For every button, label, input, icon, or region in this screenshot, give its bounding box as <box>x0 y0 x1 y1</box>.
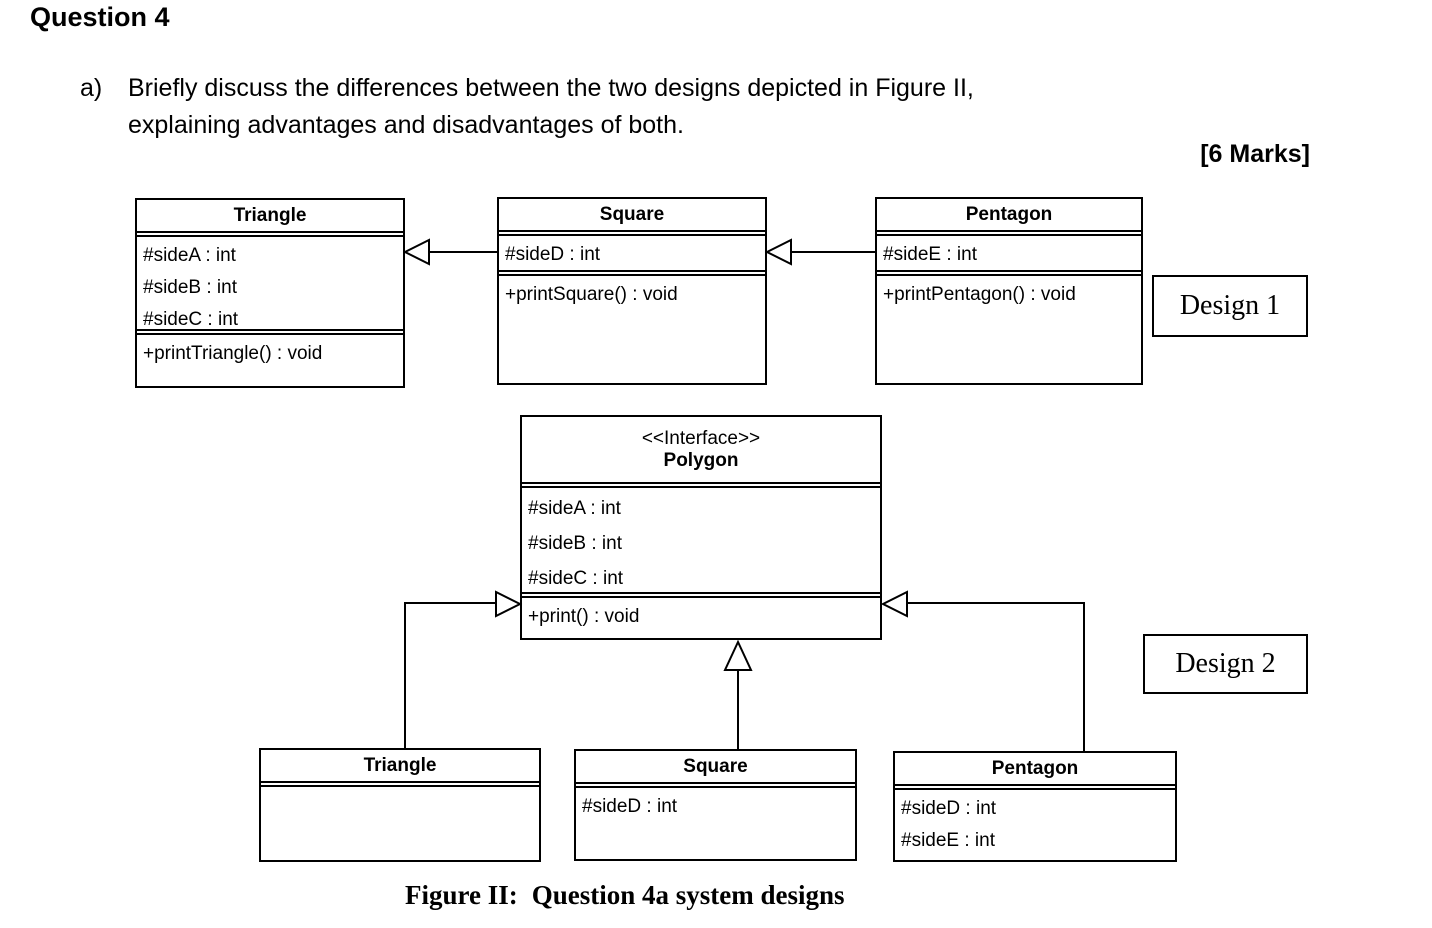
uml-operation: +printSquare() : void <box>505 284 678 305</box>
d1-triangle-title: Triangle <box>137 200 403 233</box>
uml-attribute: #sideD : int <box>582 796 678 817</box>
uml-attribute: #sideA : int <box>528 498 621 519</box>
d2-triangle-realization-hline <box>404 602 498 604</box>
figure-caption: Figure II: Question 4a system designs <box>405 880 845 911</box>
generalization-arrowhead-left-icon <box>402 238 430 266</box>
d1-triangle-operations: +printTriangle() : void <box>137 333 403 386</box>
d2-triangle-class: Triangle <box>259 748 541 862</box>
generalization-arrowhead-left-icon <box>764 238 792 266</box>
d2-polygon-attributes: #sideA : int #sideB : int #sideC : int <box>522 486 880 594</box>
d2-pentagon-realization-vline <box>1083 602 1085 752</box>
question-text-line1: Briefly discuss the differences between … <box>128 74 974 102</box>
uml-attribute: #sideC : int <box>143 309 239 330</box>
d2-triangle-attributes <box>261 785 539 860</box>
question-letter: a) <box>80 74 103 102</box>
figure-caption-text: Question 4a system designs <box>531 880 845 910</box>
uml-attribute: #sideD : int <box>505 244 601 265</box>
generalization-arrowhead-right-icon <box>495 590 523 618</box>
uml-operation: +printPentagon() : void <box>883 284 1076 305</box>
design1-label: Design 1 <box>1152 275 1308 337</box>
d2-polygon-interface: <<Interface>> Polygon #sideA : int #side… <box>520 415 882 640</box>
question-text-line2: explaining advantages and disadvantages … <box>128 111 684 139</box>
d2-pentagon-title: Pentagon <box>895 753 1175 786</box>
d2-square-title: Square <box>576 751 855 784</box>
marks-badge: [6 Marks] <box>1200 140 1310 168</box>
d1-square-class: Square #sideD : int +printSquare() : voi… <box>497 197 767 385</box>
uml-operation: +printTriangle() : void <box>143 343 323 364</box>
uml-attribute: #sideB : int <box>528 533 622 554</box>
d1-square-to-triangle-line <box>427 251 499 253</box>
d2-triangle-title: Triangle <box>261 750 539 783</box>
d1-pentagon-class: Pentagon #sideE : int +printPentagon() :… <box>875 197 1143 385</box>
uml-attribute: #sideE : int <box>901 830 995 851</box>
interface-stereotype: <<Interface>> <box>641 427 761 449</box>
d1-pentagon-to-square-line <box>789 251 877 253</box>
d2-polygon-operations: +print() : void <box>522 596 880 638</box>
d2-pentagon-attributes: #sideD : int #sideE : int <box>895 788 1175 860</box>
d2-pentagon-realization-hline <box>905 602 1085 604</box>
d2-triangle-realization-vline <box>404 602 406 748</box>
question-text: Briefly discuss the differences between … <box>128 70 974 144</box>
question-heading: Question 4 <box>30 2 170 32</box>
uml-operation: +print() : void <box>528 606 640 627</box>
uml-attribute: #sideC : int <box>528 568 624 589</box>
d1-triangle-class: Triangle #sideA : int #sideB : int #side… <box>135 198 405 388</box>
design2-label: Design 2 <box>1143 634 1308 694</box>
d1-square-title: Square <box>499 199 765 232</box>
d2-square-class: Square #sideD : int <box>574 749 857 861</box>
d1-square-operations: +printSquare() : void <box>499 274 765 383</box>
d1-pentagon-title: Pentagon <box>877 199 1141 232</box>
d2-square-attributes: #sideD : int <box>576 786 855 859</box>
d1-triangle-attributes: #sideA : int #sideB : int #sideC : int <box>137 235 403 331</box>
d2-pentagon-class: Pentagon #sideD : int #sideE : int <box>893 751 1177 862</box>
interface-name: Polygon <box>663 449 739 471</box>
uml-attribute: #sideB : int <box>143 277 237 298</box>
d2-square-realization-vline <box>737 668 739 750</box>
generalization-arrowhead-up-icon <box>723 639 753 671</box>
uml-attribute: #sideA : int <box>143 245 236 266</box>
question-a: a) Briefly discuss the differences betwe… <box>80 70 974 144</box>
figure-caption-prefix: Figure II: <box>405 880 518 910</box>
d1-square-attributes: #sideD : int <box>499 234 765 272</box>
uml-attribute: #sideD : int <box>901 798 997 819</box>
d1-pentagon-operations: +printPentagon() : void <box>877 274 1141 383</box>
d2-polygon-title: <<Interface>> Polygon <box>522 417 880 484</box>
d1-pentagon-attributes: #sideE : int <box>877 234 1141 272</box>
uml-attribute: #sideE : int <box>883 244 977 265</box>
generalization-arrowhead-left-icon <box>880 590 908 618</box>
